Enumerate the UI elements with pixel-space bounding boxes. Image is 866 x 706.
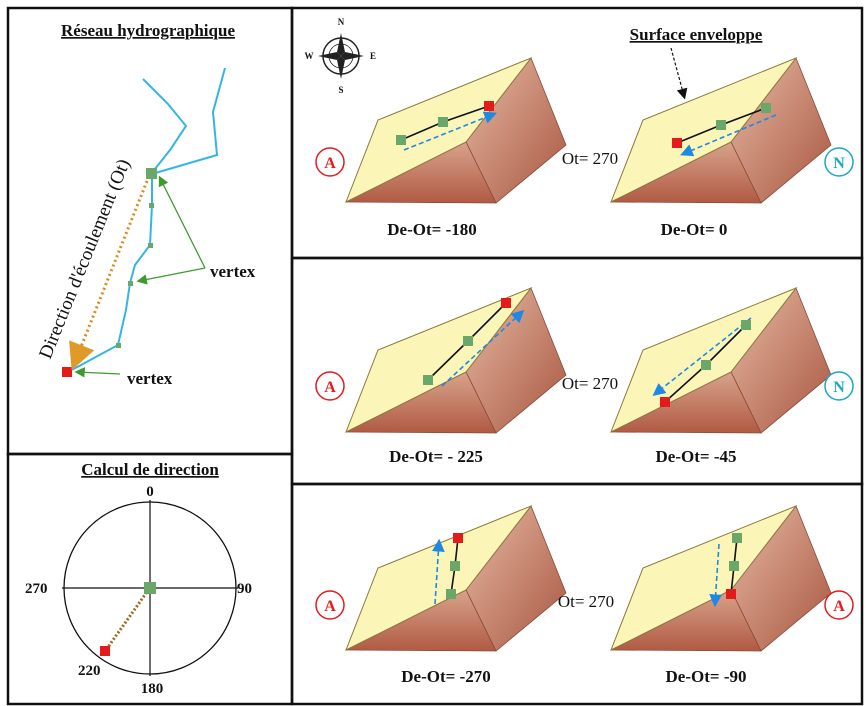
direction-220-line bbox=[104, 588, 151, 651]
vertex-callout-lines bbox=[136, 267, 206, 285]
ot-label: Ot= 270 bbox=[562, 374, 618, 393]
badge-left: A bbox=[315, 147, 345, 177]
block-top-face bbox=[610, 56, 798, 204]
vertex-green bbox=[701, 360, 711, 370]
block-row1-right bbox=[610, 56, 832, 204]
block-diagrams bbox=[345, 56, 832, 652]
block-top-face bbox=[345, 56, 533, 204]
flow-direction-label: Direction d'écoulement (Ot) bbox=[35, 156, 134, 362]
flow-arrow bbox=[709, 543, 723, 608]
block-row2-left bbox=[345, 286, 567, 434]
vertex-top bbox=[146, 168, 157, 179]
angle-270-label: 270 bbox=[25, 581, 48, 597]
vertex-green bbox=[729, 561, 739, 571]
badge-letter: A bbox=[324, 379, 336, 396]
compass-n: N bbox=[338, 17, 345, 27]
badge-letter: A bbox=[833, 598, 845, 615]
flow-arrow bbox=[403, 111, 497, 151]
block-top-face bbox=[345, 504, 533, 652]
compass-w: W bbox=[305, 51, 314, 61]
vertex-callout-lines bbox=[158, 175, 206, 269]
compass-e: E bbox=[370, 51, 376, 61]
vertex-green bbox=[716, 120, 726, 130]
vertex-green bbox=[423, 375, 433, 385]
vertex-small bbox=[116, 343, 121, 348]
badge-letter: A bbox=[324, 598, 336, 615]
vertex-red bbox=[726, 589, 736, 599]
flow-arrow bbox=[431, 538, 445, 605]
vertex-green bbox=[732, 533, 742, 543]
vertex-red bbox=[484, 101, 494, 111]
hydro-network-panel: Réseau hydrographique Direction d'écoule… bbox=[35, 21, 256, 388]
ot-label: Ot= 270 bbox=[562, 149, 618, 168]
vertex-callout-lines bbox=[74, 367, 121, 378]
vertex-red bbox=[660, 397, 670, 407]
block-row2-right bbox=[610, 286, 832, 434]
panel-frames bbox=[6, 6, 864, 706]
badge-right: N bbox=[824, 371, 854, 401]
block-row3-left bbox=[345, 504, 567, 652]
caption-left: De-Ot= -270 bbox=[401, 667, 490, 686]
compass-s: S bbox=[338, 85, 343, 95]
angle-220-label: 220 bbox=[78, 663, 101, 679]
vertex-green bbox=[463, 336, 473, 346]
direction-calc-title: Calcul de direction bbox=[81, 460, 219, 479]
vertex-small bbox=[148, 243, 153, 248]
vertex-green bbox=[446, 589, 456, 599]
caption-right: De-Ot= -90 bbox=[666, 667, 747, 686]
badge-letter: A bbox=[324, 155, 336, 172]
direction-calc-panel: Calcul de direction 0 90 270 180 220 bbox=[25, 460, 252, 697]
hydro-title: Réseau hydrographique bbox=[61, 21, 235, 40]
angle-90-label: 90 bbox=[237, 581, 252, 597]
vertex-green bbox=[438, 117, 448, 127]
caption-right: De-Ot= -45 bbox=[656, 447, 737, 466]
block-row3-right bbox=[610, 504, 832, 652]
badge-right: N bbox=[824, 147, 854, 177]
stream-branch-right bbox=[151, 67, 226, 175]
vertex-red bbox=[453, 533, 463, 543]
vertex-label: vertex bbox=[127, 369, 173, 388]
badge-right: A bbox=[824, 590, 854, 620]
flow-arrow bbox=[680, 114, 777, 157]
end-vertex-red bbox=[100, 646, 110, 656]
flow-arrow bbox=[652, 317, 752, 396]
center-vertex bbox=[144, 582, 156, 594]
angle-180-label: 180 bbox=[141, 681, 164, 697]
ot-label: Ot= 270 bbox=[558, 592, 614, 611]
angle-0-label: 0 bbox=[146, 484, 154, 500]
badge-left: A bbox=[315, 590, 345, 620]
surface-pointer-arrow bbox=[670, 47, 688, 100]
vertex-small bbox=[149, 203, 154, 208]
stream-main bbox=[67, 174, 153, 373]
caption-right: De-Ot= 0 bbox=[661, 220, 728, 239]
vertex-green bbox=[761, 103, 771, 113]
vertex-end-red bbox=[62, 367, 72, 377]
badge-left: A bbox=[315, 371, 345, 401]
flow-arrow bbox=[441, 309, 525, 387]
vertex-green bbox=[396, 135, 406, 145]
vertex-label: vertex bbox=[210, 262, 256, 281]
vertex-red bbox=[672, 138, 682, 148]
vertex-red bbox=[501, 298, 511, 308]
vertex-green bbox=[741, 320, 751, 330]
badge-letter: N bbox=[833, 379, 845, 396]
vertex-small bbox=[128, 281, 133, 286]
badge-letter: N bbox=[833, 155, 845, 172]
caption-left: De-Ot= -180 bbox=[387, 220, 476, 239]
compass-rose-icon: N S W E bbox=[305, 17, 377, 95]
caption-left: De-Ot= - 225 bbox=[389, 447, 483, 466]
block-top-face bbox=[610, 504, 798, 652]
stream-branch-left bbox=[142, 78, 188, 175]
surface-envelope-label: Surface enveloppe bbox=[630, 25, 763, 44]
vertex-green bbox=[450, 561, 460, 571]
block-row1-left bbox=[345, 56, 567, 204]
